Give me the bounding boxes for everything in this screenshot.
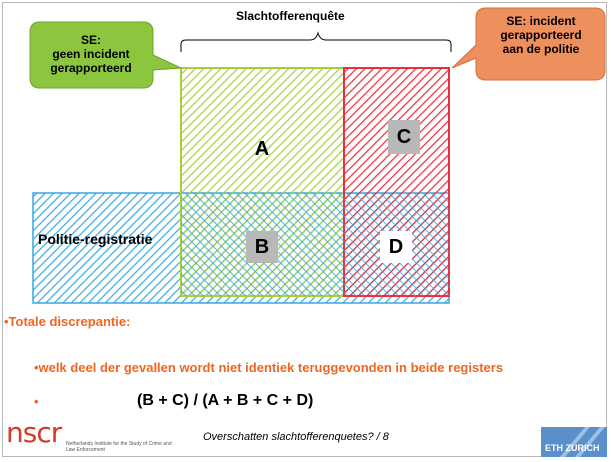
slide-frame [2, 2, 607, 457]
callout-right-shape [451, 7, 606, 81]
discrepancy-formula: (B + C) / (A + B + C + D) [137, 392, 314, 409]
eth-logo: ETH ZURICH [545, 443, 600, 453]
discrepancy-heading: •Totale discrepantie: [4, 314, 131, 329]
discrepancy-description: •welk deel der gevallen wordt niet ident… [34, 360, 504, 375]
formula-bullet: • [34, 394, 39, 409]
nscr-logo: nscr [6, 416, 62, 449]
cell-b-label: B [246, 231, 278, 263]
slide-footer-caption: Overschatten slachtofferenquetes? / 8 [203, 431, 389, 443]
cell-a-label: A [254, 137, 270, 160]
callout-left-text: SE: geen incident gerapporteerd [50, 33, 132, 75]
cell-c-label: C [388, 120, 420, 154]
police-registration-label: Politie-registratie [38, 231, 153, 247]
survey-title: Slachtofferenquête [236, 9, 345, 23]
callout-right-text: SE: incident gerapporteerd aan de politi… [500, 14, 582, 56]
callout-left-shape [29, 21, 183, 89]
cell-d-label: D [380, 231, 412, 263]
nscr-logo-subtitle: Netherlands Institute for the Study of C… [66, 441, 172, 453]
survey-brace [180, 31, 452, 52]
